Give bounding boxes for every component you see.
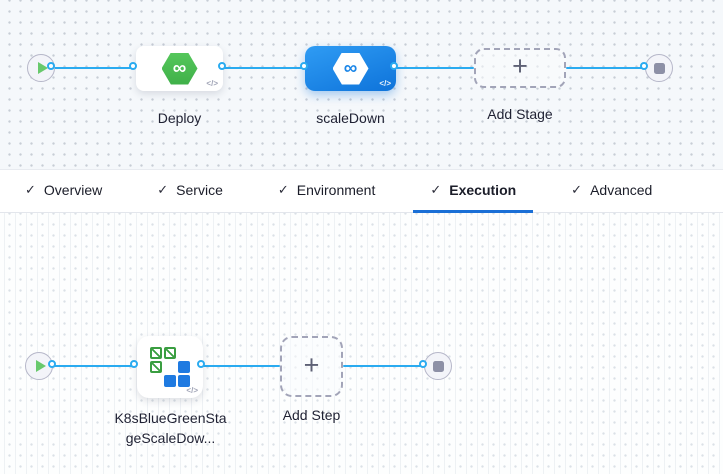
code-icon: </> — [206, 79, 218, 88]
connector-port — [130, 360, 138, 368]
step-node-k8s-bluegreen-scaledown[interactable]: </> — [137, 336, 203, 398]
stage-label-scaledown: scaleDown — [316, 110, 385, 126]
stage-graph-canvas[interactable]: ∞ </> Deploy ∞ </> scaleDown + Add Stage — [0, 0, 723, 169]
add-stage-label: Add Stage — [487, 106, 553, 122]
tab-label: Environment — [296, 182, 376, 198]
plus-icon: + — [512, 51, 528, 81]
infinity-glyph: ∞ — [343, 58, 358, 79]
connector-port — [300, 62, 308, 70]
stage-node-scaledown[interactable]: ∞ </> — [305, 46, 396, 91]
edge-addstep-end — [343, 365, 425, 367]
step-label: K8sBlueGreenStageScaleDow... — [114, 410, 227, 446]
check-icon: ✓ — [157, 182, 169, 197]
check-icon: ✓ — [430, 182, 442, 197]
tab-advanced[interactable]: ✓ Advanced — [554, 170, 669, 213]
edge-scaledown-addstage — [396, 67, 474, 69]
execution-end-node — [424, 352, 452, 380]
add-stage-button[interactable]: + — [474, 48, 566, 88]
code-icon: </> — [379, 79, 391, 88]
execution-graph-canvas[interactable]: </> K8sBlueGreenStageScaleDow... + Add S… — [0, 213, 723, 474]
stop-icon — [653, 62, 665, 74]
k8s-bluegreen-icon — [150, 347, 190, 387]
tab-label: Advanced — [590, 182, 653, 198]
pipeline-end-node — [645, 54, 673, 82]
edge-deploy-scaledown — [224, 67, 306, 69]
tab-label: Overview — [43, 182, 103, 198]
check-icon: ✓ — [277, 182, 289, 197]
harness-cd-icon: ∞ — [332, 52, 369, 85]
edge-start-step — [54, 365, 136, 367]
stage-config-tabs: ✓ Overview ✓ Service ✓ Environment ✓ Exe… — [0, 169, 723, 213]
connector-port — [47, 62, 55, 70]
tab-execution[interactable]: ✓ Execution — [413, 170, 534, 213]
infinity-glyph: ∞ — [172, 58, 187, 79]
check-icon: ✓ — [25, 182, 36, 197]
tab-overview[interactable]: ✓ Overview — [8, 170, 119, 213]
play-icon — [37, 62, 48, 74]
connector-port — [197, 360, 205, 368]
harness-cd-icon: ∞ — [161, 52, 198, 85]
connector-port — [129, 62, 137, 70]
check-icon: ✓ — [571, 182, 583, 197]
edge-start-deploy — [53, 67, 135, 69]
connector-port — [390, 62, 398, 70]
tab-environment[interactable]: ✓ Environment — [261, 170, 393, 213]
stage-node-deploy[interactable]: ∞ </> — [136, 46, 223, 91]
connector-port — [419, 360, 427, 368]
connector-port — [218, 62, 226, 70]
stage-label-deploy: Deploy — [157, 110, 202, 126]
stop-icon — [432, 360, 444, 372]
tab-label: Execution — [449, 182, 517, 198]
connector-port — [48, 360, 56, 368]
add-step-button[interactable]: + — [280, 336, 343, 397]
edge-step-addstep — [203, 365, 280, 367]
edge-addstage-end — [566, 67, 646, 69]
execution-start-node — [25, 352, 53, 380]
add-step-label: Add Step — [282, 407, 341, 423]
tab-label: Service — [176, 182, 223, 198]
connector-port — [640, 62, 648, 70]
tab-service[interactable]: ✓ Service — [140, 170, 240, 213]
play-icon — [35, 360, 46, 372]
code-icon: </> — [186, 386, 198, 395]
plus-icon: + — [303, 349, 320, 380]
